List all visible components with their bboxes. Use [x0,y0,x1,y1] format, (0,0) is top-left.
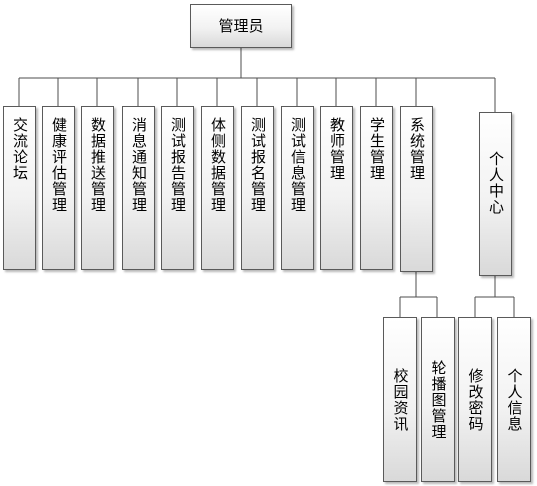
module-label: 学生管理 [368,117,386,181]
module-node: 体侧数据管理 [201,106,234,270]
submodule-node: 校园资讯 [383,317,417,482]
root-label: 管理员 [218,16,264,35]
module-node: 测试信息管理 [281,106,314,270]
module-node: 健康评估管理 [42,106,75,270]
root-node: 管理员 [190,4,292,48]
module-node: 数据推送管理 [81,106,114,270]
submodule-label: 修改密码 [466,367,485,432]
module-label: 系统管理 [408,117,426,181]
module-label: 测试报名管理 [249,117,267,213]
submodule-label: 校园资讯 [391,367,410,432]
submodule-node: 轮播图管理 [421,317,455,482]
module-label: 测试信息管理 [289,117,307,213]
module-label: 教师管理 [328,117,346,181]
module-node: 测试报告管理 [161,106,194,270]
submodule-node: 修改密码 [458,317,492,482]
module-label: 数据推送管理 [89,117,107,213]
submodule-node: 个人信息 [497,317,531,482]
module-node: 教师管理 [320,106,353,270]
submodule-label: 轮播图管理 [429,359,448,440]
module-label: 交流论坛 [11,117,29,181]
module-label: 测试报告管理 [169,117,187,213]
module-node-personal: 个人中心 [479,112,512,276]
module-node: 测试报名管理 [241,106,274,270]
module-label: 健康评估管理 [50,117,68,213]
module-node: 交流论坛 [3,106,36,270]
module-label: 体侧数据管理 [209,117,227,213]
module-node: 学生管理 [360,106,393,270]
module-node-system: 系统管理 [400,106,433,272]
module-label: 个人中心 [487,151,505,215]
module-node: 消息通知管理 [122,106,155,270]
submodule-label: 个人信息 [505,367,524,432]
module-label: 消息通知管理 [130,117,148,213]
